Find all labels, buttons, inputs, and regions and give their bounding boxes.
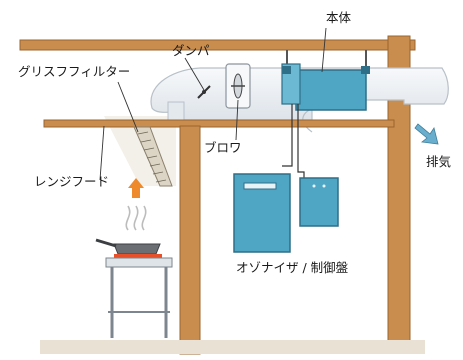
main-unit bbox=[295, 69, 367, 111]
stove-table-top bbox=[105, 257, 173, 268]
ozonizer-slot bbox=[243, 182, 277, 190]
unit-clamp-icon bbox=[361, 66, 370, 74]
burner-flame bbox=[114, 254, 162, 258]
steam-icon bbox=[125, 205, 147, 231]
unit-clamp-icon bbox=[282, 66, 291, 74]
ozonizer-control-label: オゾナイザ / 制御盤 bbox=[236, 260, 349, 275]
grease-filter bbox=[137, 131, 167, 183]
main-unit-label: 本体 bbox=[326, 10, 352, 25]
blower-label: ブロワ bbox=[204, 140, 242, 155]
damper-label: ダンパ bbox=[172, 43, 210, 58]
leader-lines bbox=[99, 27, 327, 181]
range-hood-label: レンジフード bbox=[34, 174, 109, 189]
exhaust-arrow-icon bbox=[414, 123, 439, 145]
ceiling-beam bbox=[19, 39, 416, 51]
ceiling-board bbox=[43, 119, 395, 128]
control-indicator-icon bbox=[312, 184, 316, 188]
control-panel-box bbox=[299, 177, 339, 227]
floor bbox=[40, 340, 425, 354]
left-post bbox=[179, 125, 201, 355]
fume-up-arrow-icon bbox=[128, 178, 144, 198]
control-indicator-icon bbox=[322, 184, 326, 188]
pan-handle bbox=[95, 238, 117, 248]
frying-pan bbox=[113, 243, 161, 255]
damper-pivot bbox=[202, 90, 206, 94]
stove-table-legs bbox=[108, 267, 170, 338]
duct-connector bbox=[167, 101, 185, 121]
wire bbox=[297, 104, 305, 180]
exhaust-label: 排気 bbox=[426, 154, 451, 169]
wire bbox=[282, 104, 293, 167]
grease-filter-label: グリスフフィルター bbox=[18, 64, 130, 79]
